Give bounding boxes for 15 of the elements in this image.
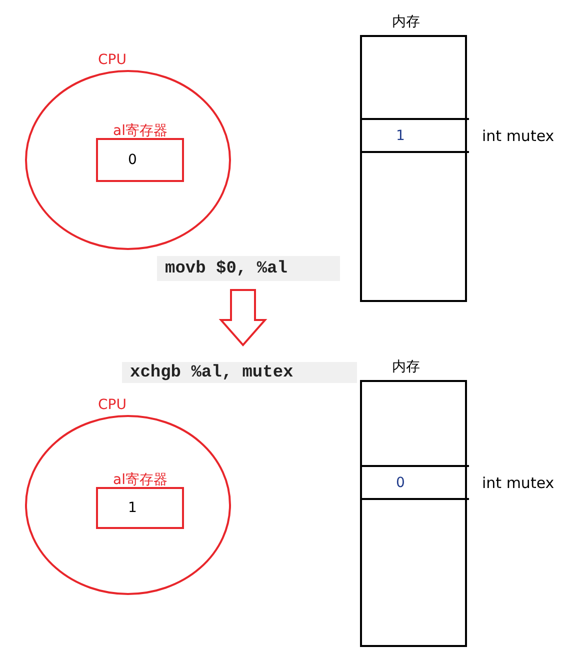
down-arrow <box>218 289 268 347</box>
value: 0 <box>128 152 137 168</box>
value: 1 <box>128 500 137 516</box>
variable-label: int mutex <box>482 126 554 144</box>
code-line: movb $0, %al <box>165 259 288 278</box>
code-line: xchgb %al, mutex <box>130 363 294 382</box>
cpu-label: CPU <box>98 397 126 413</box>
cpu-label: CPU <box>98 52 126 68</box>
memory-label: 内存 <box>392 358 420 376</box>
memory-label: 内存 <box>392 13 420 31</box>
variable-label: int mutex <box>482 474 554 492</box>
register-label: al寄存器 <box>113 471 168 489</box>
value: 1 <box>396 128 405 144</box>
register-label: al寄存器 <box>113 122 168 140</box>
value: 0 <box>396 474 405 490</box>
